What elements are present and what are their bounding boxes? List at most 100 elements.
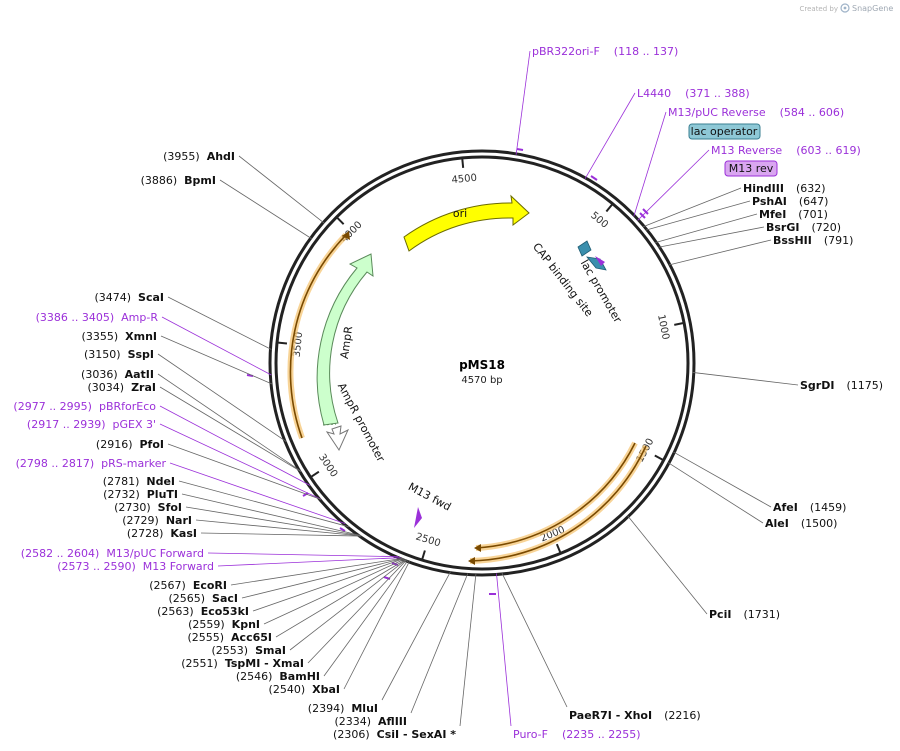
feature-ampr[interactable]: AmpR — [316, 253, 374, 426]
leader-line — [200, 532, 362, 537]
tick-label: 500 — [588, 210, 610, 231]
site-label-paer7i-xhoi: PaeR7I - XhoI(2216) — [569, 709, 701, 722]
m13-rev-box[interactable]: M13 rev — [724, 160, 778, 177]
feature-m13-fwd[interactable]: M13 fwd — [406, 480, 453, 528]
leader-line — [496, 573, 512, 727]
tick-mark — [461, 157, 465, 169]
leader-line — [217, 557, 401, 567]
leader-line — [667, 462, 764, 524]
m13-fwd-label: M13 fwd — [406, 480, 453, 513]
site-label-pshai: PshAI(647) — [752, 195, 828, 208]
site-label-pgex-3: (2917 .. 2939)pGEX 3' — [27, 418, 156, 431]
site-label-puro-f: Puro-F(2235 .. 2255) — [513, 728, 641, 741]
leader-line — [161, 316, 272, 376]
leader-line — [637, 149, 710, 221]
tick-mark — [605, 203, 614, 213]
plasmid-backbone — [268, 149, 696, 577]
site-label-acc65i: (2555)Acc65I — [187, 631, 272, 644]
site-labels: pBR322ori-F(118 .. 137)L4440(371 .. 388)… — [13, 45, 883, 741]
site-label-pbrforeco: (2977 .. 2995)pBRforEco — [13, 400, 156, 413]
credit-prefix: Created by — [799, 5, 838, 13]
site-label-bamhi: (2546)BamHI — [236, 670, 320, 683]
tick-label: 3000 — [316, 452, 339, 479]
leader-line — [633, 111, 667, 217]
site-label-amp-r: (3386 .. 3405)Amp-R — [36, 311, 159, 324]
site-label-pfoi: (2916)PfoI — [96, 438, 164, 451]
leader-line — [263, 558, 405, 625]
leader-line — [275, 559, 406, 638]
leader-line — [241, 558, 403, 599]
site-label-ndei: (2781)NdeI — [103, 475, 175, 488]
site-label-sfoi: (2730)SfoI — [114, 501, 182, 514]
leader-line — [381, 571, 451, 701]
leader-line — [289, 559, 407, 651]
lac-operator-box[interactable]: lac operator — [688, 123, 761, 140]
primer-marks — [246, 148, 649, 595]
tick-mark — [674, 321, 685, 326]
leader-line — [584, 92, 636, 180]
site-label-scai: (3474)ScaI — [94, 291, 164, 304]
orf-bottom-inner — [474, 441, 638, 552]
plasmid-size: 4570 bp — [461, 375, 502, 386]
leader-line — [195, 519, 362, 537]
leader-line — [178, 480, 350, 528]
site-label-aatii: (3036)AatII — [81, 368, 154, 381]
leader-line — [230, 557, 403, 586]
site-label-m13-puc-forward: (2582 .. 2604)M13/pUC Forward — [21, 547, 204, 560]
site-label-m13-puc-reverse: M13/pUC Reverse(584 .. 606) — [668, 106, 844, 119]
leader-line — [307, 559, 407, 664]
leader-line — [501, 572, 568, 708]
leader-line — [655, 213, 758, 244]
site-label-prs-marker: (2798 .. 2817)pRS-marker — [16, 457, 167, 470]
site-label-kpni: (2559)KpnI — [188, 618, 260, 631]
leader-lines — [157, 50, 799, 727]
leader-line — [343, 560, 410, 690]
leader-line — [219, 179, 312, 239]
leader-line — [627, 515, 708, 615]
site-label-m13-reverse: M13 Reverse(603 .. 619) — [711, 144, 861, 157]
leader-line — [159, 423, 322, 500]
leader-line — [658, 226, 765, 248]
leader-line — [157, 373, 302, 472]
site-label-xbai: (2540)XbaI — [269, 683, 340, 696]
leader-line — [459, 573, 477, 727]
leader-line — [252, 558, 404, 612]
snapgene-credit: Created by SnapGene — [799, 3, 893, 13]
ori-label: ori — [453, 207, 467, 220]
site-label-sgrdi: SgrDI(1175) — [800, 379, 883, 392]
tick-mark — [310, 470, 320, 479]
site-label-afei: AfeI(1459) — [773, 501, 846, 514]
leader-line — [167, 443, 322, 500]
site-label-pcii: PciI(1731) — [709, 608, 780, 621]
leader-line — [515, 50, 531, 155]
site-label-nari: (2729)NarI — [122, 514, 192, 527]
site-label-tspmi-xmai: (2551)TspMI - XmaI — [181, 657, 304, 670]
leader-line — [157, 353, 287, 442]
site-label-zrai: (3034)ZraI — [88, 381, 157, 394]
feature-ori[interactable]: ori — [403, 194, 530, 252]
leader-line — [159, 386, 302, 473]
leader-line — [692, 372, 799, 386]
site-label-bsrgi: BsrGI(720) — [766, 221, 841, 234]
site-label-mlui: (2394)MluI — [308, 702, 378, 715]
tick-mark — [421, 550, 426, 561]
site-label-l4440: L4440(371 .. 388) — [637, 87, 750, 100]
lac-operator-label: lac operator — [691, 125, 758, 138]
tick-label: 2500 — [414, 531, 442, 549]
leader-line — [167, 296, 272, 350]
ampr-label: AmpR — [338, 325, 355, 360]
leader-line — [169, 462, 346, 525]
site-label-xmni: (3355)XmnI — [82, 330, 157, 343]
site-label-bsshii: BssHII(791) — [773, 234, 853, 247]
orf-left — [287, 231, 350, 440]
tick-label: 4500 — [451, 173, 477, 186]
tick-label: 1000 — [655, 314, 671, 341]
plasmid-name: pMS18 — [459, 358, 505, 372]
site-label-ecori: (2567)EcoRI — [149, 579, 227, 592]
leader-line — [160, 335, 273, 385]
leader-line — [159, 405, 311, 486]
feature-cap-site[interactable]: CAP binding site — [530, 240, 596, 319]
credit-brand: SnapGene — [852, 4, 893, 13]
ampr-promoter-label: AmpR promoter — [335, 381, 388, 465]
